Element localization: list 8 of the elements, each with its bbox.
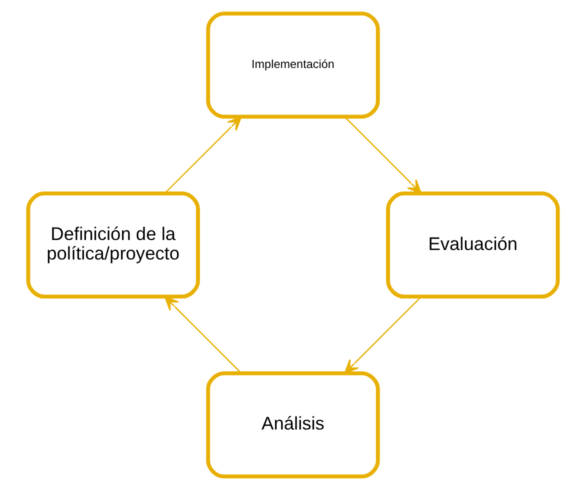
arrow — [164, 296, 241, 374]
node-box: Definición de la política/proyecto — [26, 191, 200, 299]
node-box: Evaluación — [386, 191, 560, 299]
arrow — [164, 116, 242, 194]
arrow — [344, 296, 421, 374]
node-box: Implementación — [206, 12, 380, 119]
arrow — [344, 116, 422, 194]
node-box: Análisis — [206, 371, 380, 478]
